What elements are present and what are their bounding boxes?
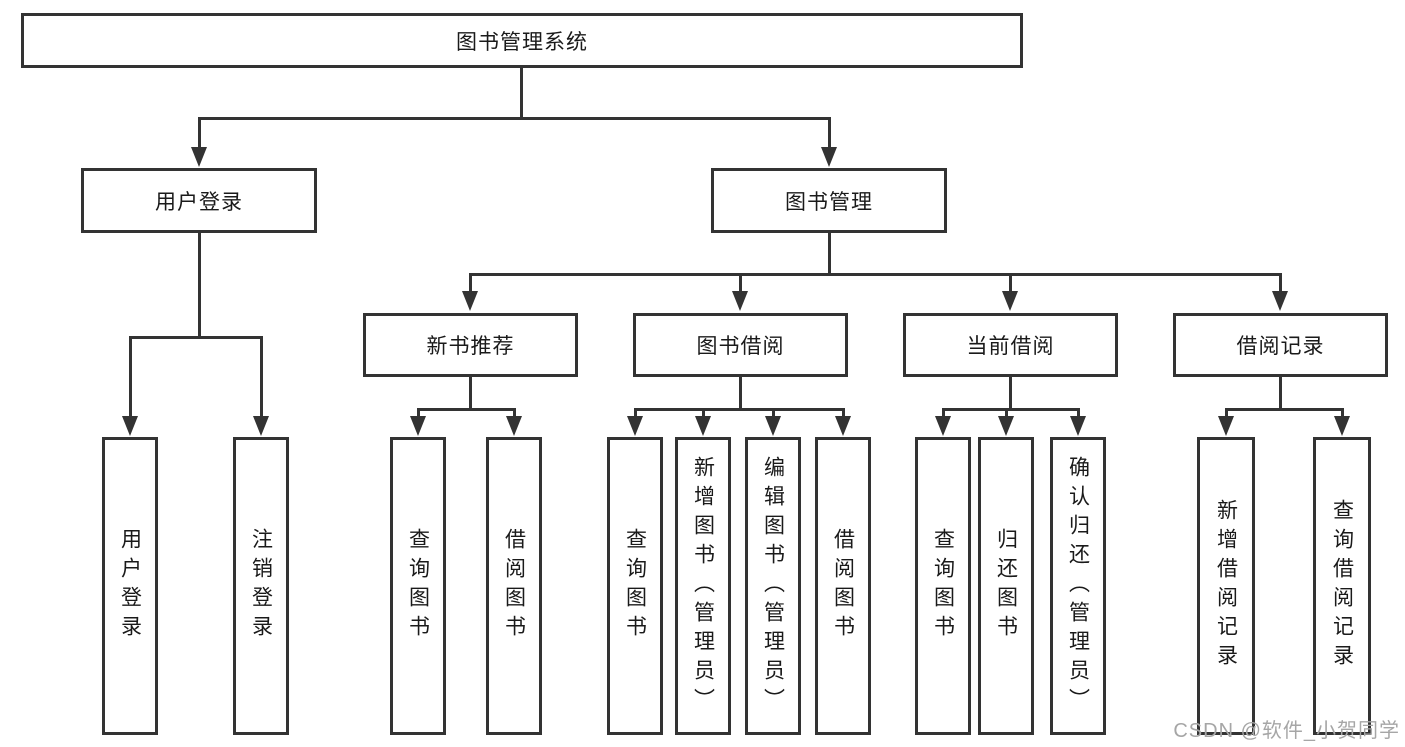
arrowhead-down-icon bbox=[732, 291, 748, 311]
connector-stem bbox=[942, 408, 945, 416]
leaf-label: 借阅图书 bbox=[831, 528, 855, 644]
node-borrow-records: 借阅记录 bbox=[1173, 313, 1388, 377]
leaf-user-login-label: 用户登录 bbox=[118, 528, 142, 644]
leaf-label: 借阅图书 bbox=[502, 528, 526, 644]
arrowhead-down-icon bbox=[998, 416, 1014, 436]
leaf-query-books-borrow: 查询图书 bbox=[607, 437, 663, 735]
leaf-confirm-return-admin: 确认归还（管理员） bbox=[1050, 437, 1106, 735]
root-node-label: 图书管理系统 bbox=[456, 30, 588, 54]
arrowhead-down-icon bbox=[695, 416, 711, 436]
connector-stem-new-books bbox=[469, 273, 472, 291]
connector-bookborrow-vertical bbox=[739, 377, 742, 408]
node-book-management-label: 图书管理 bbox=[785, 190, 873, 214]
arrowhead-down-icon bbox=[1334, 416, 1350, 436]
node-book-management: 图书管理 bbox=[711, 168, 947, 233]
node-current-borrow-label: 当前借阅 bbox=[966, 335, 1055, 358]
leaf-add-borrow-record: 新增借阅记录 bbox=[1197, 437, 1255, 735]
connector-stem bbox=[1077, 408, 1080, 416]
connector-root-vertical bbox=[520, 68, 523, 117]
connector-stem-current-borrow bbox=[1009, 273, 1012, 291]
root-node-library-system: 图书管理系统 bbox=[21, 13, 1023, 68]
connector-stem bbox=[417, 408, 420, 416]
arrowhead-down-icon bbox=[821, 147, 837, 167]
arrowhead-down-icon bbox=[1218, 416, 1234, 436]
leaf-label: 归还图书 bbox=[994, 528, 1018, 644]
connector-stem-user-login bbox=[198, 117, 201, 147]
node-new-book-recommend: 新书推荐 bbox=[363, 313, 578, 377]
connector-records-hbar bbox=[1225, 408, 1344, 411]
leaf-return-books: 归还图书 bbox=[978, 437, 1034, 735]
leaf-label: 编辑图书（管理员） bbox=[761, 455, 785, 717]
connector-stem bbox=[513, 408, 516, 416]
connector-stem-book-management bbox=[828, 117, 831, 147]
node-user-login: 用户登录 bbox=[81, 168, 317, 233]
leaf-user-login: 用户登录 bbox=[102, 437, 158, 735]
arrowhead-down-icon bbox=[462, 291, 478, 311]
arrowhead-down-icon bbox=[410, 416, 426, 436]
connector-stem-leaf-logout bbox=[260, 336, 263, 416]
csdn-watermark: CSDN @软件_小贺同学 bbox=[1173, 720, 1400, 742]
arrowhead-down-icon bbox=[253, 416, 269, 436]
leaf-query-books-current: 查询图书 bbox=[915, 437, 971, 735]
leaf-borrow-books: 借阅图书 bbox=[815, 437, 871, 735]
connector-stem bbox=[1225, 408, 1228, 416]
leaf-logout: 注销登录 bbox=[233, 437, 289, 735]
connector-stem-book-borrow bbox=[739, 273, 742, 291]
leaf-label: 查询图书 bbox=[623, 528, 647, 644]
leaf-label: 确认归还（管理员） bbox=[1066, 455, 1090, 717]
node-borrow-records-label: 借阅记录 bbox=[1236, 335, 1325, 358]
connector-bookborrow-hbar bbox=[634, 408, 844, 411]
node-book-borrow: 图书借阅 bbox=[633, 313, 848, 377]
arrowhead-down-icon bbox=[935, 416, 951, 436]
node-book-borrow-label: 图书借阅 bbox=[696, 335, 785, 358]
leaf-label: 查询借阅记录 bbox=[1330, 499, 1354, 673]
node-new-book-recommend-label: 新书推荐 bbox=[426, 335, 515, 358]
connector-stem bbox=[842, 408, 845, 416]
connector-stem bbox=[1005, 408, 1008, 416]
connector-userlogin-vertical bbox=[198, 233, 201, 336]
connector-stem bbox=[634, 408, 637, 416]
leaf-add-books-admin: 新增图书（管理员） bbox=[675, 437, 731, 735]
leaf-label: 新增借阅记录 bbox=[1214, 499, 1238, 673]
leaf-label: 新增图书（管理员） bbox=[691, 455, 715, 717]
connector-stem-leaf-login bbox=[129, 336, 132, 416]
connector-stem bbox=[772, 408, 775, 416]
arrowhead-down-icon bbox=[1272, 291, 1288, 311]
connector-stem-borrow-records bbox=[1279, 273, 1282, 291]
arrowhead-down-icon bbox=[1002, 291, 1018, 311]
arrowhead-down-icon bbox=[191, 147, 207, 167]
connector-newbooks-vertical bbox=[469, 377, 472, 408]
leaf-query-books-recommend: 查询图书 bbox=[390, 437, 446, 735]
leaf-borrow-books-recommend: 借阅图书 bbox=[486, 437, 542, 735]
connector-stem bbox=[702, 408, 705, 416]
connector-root-hbar bbox=[198, 117, 831, 120]
connector-currentborrow-vertical bbox=[1009, 377, 1012, 408]
arrowhead-down-icon bbox=[835, 416, 851, 436]
connector-bookmgmt-vertical bbox=[828, 233, 831, 273]
leaf-label: 查询图书 bbox=[931, 528, 955, 644]
arrowhead-down-icon bbox=[1070, 416, 1086, 436]
connector-stem bbox=[1341, 408, 1344, 416]
leaf-logout-label: 注销登录 bbox=[249, 528, 273, 644]
arrowhead-down-icon bbox=[122, 416, 138, 436]
connector-newbooks-hbar bbox=[417, 408, 516, 411]
leaf-label: 查询图书 bbox=[406, 528, 430, 644]
leaf-query-borrow-record: 查询借阅记录 bbox=[1313, 437, 1371, 735]
connector-bookmgmt-hbar bbox=[469, 273, 1281, 276]
node-user-login-label: 用户登录 bbox=[155, 190, 243, 214]
connector-userlogin-hbar bbox=[129, 336, 263, 339]
connector-records-vertical bbox=[1279, 377, 1282, 408]
leaf-edit-books-admin: 编辑图书（管理员） bbox=[745, 437, 801, 735]
node-current-borrow: 当前借阅 bbox=[903, 313, 1118, 377]
arrowhead-down-icon bbox=[765, 416, 781, 436]
connector-currentborrow-hbar bbox=[942, 408, 1078, 411]
arrowhead-down-icon bbox=[506, 416, 522, 436]
arrowhead-down-icon bbox=[627, 416, 643, 436]
